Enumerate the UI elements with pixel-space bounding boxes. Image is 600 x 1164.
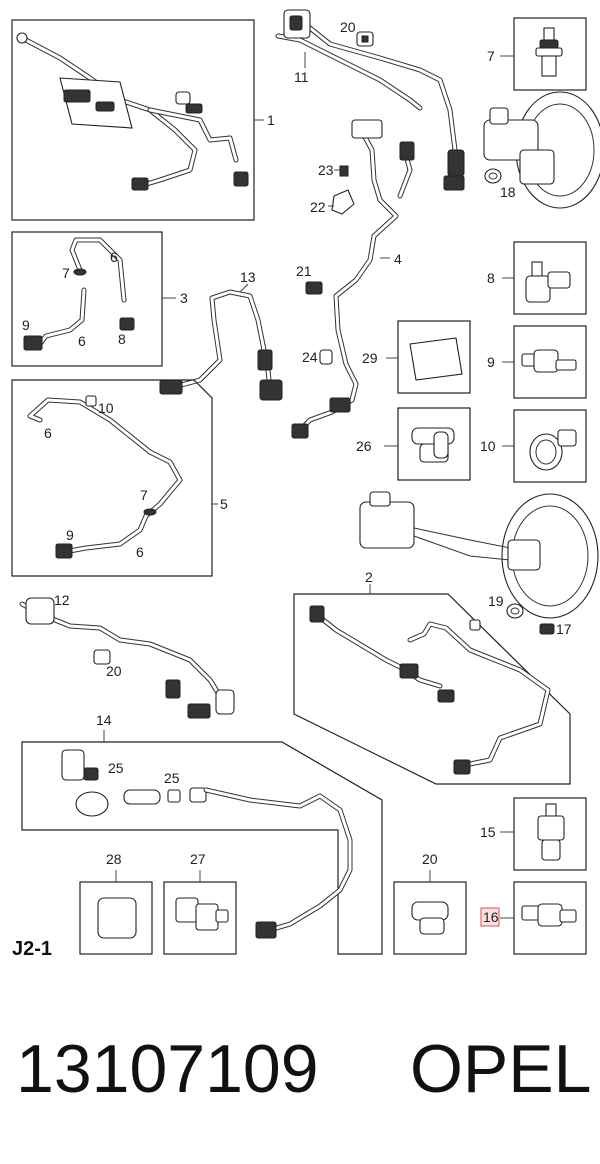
part-28-box: [79, 870, 153, 955]
callout-4: 4: [394, 251, 402, 267]
callout-25-left: 25: [108, 760, 124, 776]
part-19: [506, 603, 524, 619]
part-16-box: [500, 881, 587, 955]
brand: OPEL: [410, 1031, 591, 1107]
part-9-box: [502, 325, 587, 399]
part-22-bracket: [328, 189, 355, 215]
callout-8-g3: 8: [118, 331, 126, 347]
callout-9-g5: 9: [66, 527, 74, 543]
callout-22: 22: [310, 199, 326, 215]
callout-18: 18: [500, 184, 516, 200]
group-3-box: [11, 231, 176, 367]
group-1-box: [11, 19, 264, 221]
group-11-hose: [275, 9, 465, 191]
master-cylinder-middle: [359, 491, 599, 619]
part-21: [305, 281, 323, 295]
callout-26: 26: [356, 438, 372, 454]
part-24: [319, 349, 333, 365]
group-2-box: [293, 584, 571, 785]
callout-27: 27: [190, 851, 206, 867]
callout-20-box: 20: [422, 851, 438, 867]
callout-10-box: 10: [480, 438, 496, 454]
callout-12: 12: [54, 592, 70, 608]
part-10-box: [502, 409, 587, 483]
callout-7-box: 7: [487, 48, 495, 64]
callout-7-g5: 7: [140, 487, 148, 503]
part-23: [334, 165, 349, 177]
callout-21: 21: [296, 263, 312, 279]
callout-8-box: 8: [487, 270, 495, 286]
highlight-callout-16: [480, 907, 500, 927]
group-5-box: [11, 379, 218, 577]
part-7-box: [500, 17, 587, 91]
callout-6-g3-bottom: 6: [78, 333, 86, 349]
callout-24: 24: [302, 349, 318, 365]
group-12-hose: [19, 597, 235, 719]
part-8-box: [502, 241, 587, 315]
master-cylinder-top: [483, 91, 600, 209]
section-code: J2-1: [12, 938, 52, 960]
callout-2: 2: [365, 569, 373, 585]
part-20-box: [393, 870, 467, 955]
callout-17: 17: [556, 621, 572, 637]
clip-20-top: [356, 31, 374, 47]
part-17: [539, 623, 555, 635]
part-26-box: [384, 407, 471, 481]
callout-29: 29: [362, 350, 378, 366]
part-29-box: [386, 320, 471, 394]
callout-16: 16: [483, 909, 499, 925]
callout-9-box: 9: [487, 354, 495, 370]
group-14-box: [21, 730, 383, 955]
callout-25-right: 25: [164, 770, 180, 786]
callout-28: 28: [106, 851, 122, 867]
callout-6-g5-bottom: 6: [136, 544, 144, 560]
callout-13: 13: [240, 269, 256, 285]
part-number: 13107109: [16, 1031, 319, 1107]
callout-23: 23: [318, 162, 334, 178]
part-27-box: [163, 870, 237, 955]
callout-6-g5-top: 6: [44, 425, 52, 441]
callout-20-mid: 20: [106, 663, 122, 679]
callout-7-g3: 7: [62, 265, 70, 281]
callout-1: 1: [267, 112, 275, 128]
callout-20-top: 20: [340, 19, 356, 35]
line-4-hose: [291, 119, 415, 439]
callout-19: 19: [488, 593, 504, 609]
callout-5: 5: [220, 496, 228, 512]
callout-3: 3: [180, 290, 188, 306]
callout-15: 15: [480, 824, 496, 840]
callout-11: 11: [294, 69, 309, 85]
callout-6-g3-top: 6: [110, 249, 118, 265]
callout-14: 14: [96, 712, 112, 728]
callout-9-g3: 9: [22, 317, 30, 333]
callout-10-g5: 10: [98, 400, 114, 416]
group-13-hose: [159, 283, 283, 401]
part-15-box: [500, 797, 587, 871]
